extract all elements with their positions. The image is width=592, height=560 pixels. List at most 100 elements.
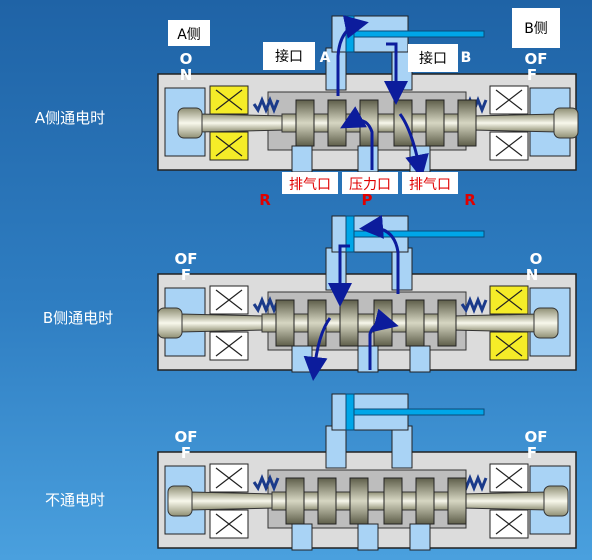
spool-land <box>437 299 457 347</box>
port-pressure <box>357 145 379 173</box>
row-label-unpowered: 不通电时 <box>45 491 105 509</box>
spool-land <box>383 477 403 525</box>
flow-arrow-to-b <box>359 214 400 294</box>
spool-land <box>447 477 467 525</box>
spool-land <box>393 99 413 147</box>
right-coil-state-top: O <box>530 250 543 268</box>
port-r-left-letter: R <box>259 191 271 209</box>
port-pressure <box>357 345 379 373</box>
flow-arrow-from-a <box>328 244 352 307</box>
a-side-label: A侧 <box>177 27 201 43</box>
piston-rod <box>353 408 485 416</box>
coil-winding-mark <box>215 135 243 157</box>
port-b <box>391 247 413 291</box>
port-exhaust-left <box>291 345 313 373</box>
flow-arrow-pressure-in <box>340 106 374 170</box>
exhaust-right-label: 排气口 <box>409 177 451 193</box>
left-coil-state-top: OF <box>175 250 198 268</box>
cylinder-piston <box>345 393 355 431</box>
flow-arrow-to-a <box>336 15 369 96</box>
right-coil-state-bottom: F <box>527 444 537 462</box>
exhaust-right-label-box <box>402 172 458 194</box>
port-b-letter: B <box>461 50 472 66</box>
coil-winding-mark <box>495 513 523 535</box>
spool-land <box>317 477 337 525</box>
left-plunger-head <box>177 107 203 139</box>
coil-winding-mark <box>495 467 523 489</box>
coil-winding-mark <box>495 89 523 111</box>
valve-state-b-energized: OFF ON <box>157 214 577 381</box>
port-a-label: 接口 <box>275 48 303 65</box>
port-p-letter: P <box>362 191 373 209</box>
right-plunger-head <box>553 107 579 139</box>
port-exhaust-right <box>409 345 431 373</box>
right-coil-state-top: OF <box>525 50 548 68</box>
spool-land <box>285 477 305 525</box>
left-coil-state-bottom: F <box>181 266 191 284</box>
spool-land <box>359 99 379 147</box>
flow-arrow-exhaust-right <box>398 113 429 179</box>
b-side-label: B侧 <box>524 21 548 37</box>
port-pressure <box>357 523 379 551</box>
flow-arrow-pressure-in <box>368 308 399 370</box>
flow-arrow-from-b <box>384 42 408 105</box>
left-plunger-head <box>167 485 193 517</box>
coil-winding-mark <box>495 135 523 157</box>
port-b-label-box <box>408 44 458 72</box>
port-exhaust-left <box>291 523 313 551</box>
right-spring <box>460 295 488 315</box>
coil-winding-mark <box>215 513 243 535</box>
piston-rod <box>353 230 485 238</box>
coil-winding-mark <box>215 89 243 111</box>
port-a <box>325 247 347 291</box>
exhaust-left-label-box <box>282 172 338 194</box>
spool-land <box>275 299 295 347</box>
coil-winding-mark <box>495 289 523 311</box>
pressure-label-box <box>342 172 398 194</box>
flow-arrow-exhaust-left <box>303 317 332 381</box>
coil-winding-mark <box>215 467 243 489</box>
spool-land <box>307 299 327 347</box>
left-spring <box>252 95 280 115</box>
left-coil-state-top: O <box>180 50 193 68</box>
spool-land <box>405 299 425 347</box>
spool-land <box>457 99 477 147</box>
left-coil-state-bottom: F <box>181 444 191 462</box>
port-a-letter: A <box>320 50 331 66</box>
right-coil-state-bottom: F <box>527 66 537 84</box>
spool-land <box>415 477 435 525</box>
b-side-label-box <box>512 8 560 48</box>
spool-land <box>349 477 369 525</box>
spool-land <box>425 99 445 147</box>
port-exhaust-right <box>409 523 431 551</box>
left-spring <box>252 473 280 493</box>
port-a <box>325 425 347 469</box>
left-plunger-head <box>157 307 183 339</box>
port-b <box>391 425 413 469</box>
right-plunger <box>471 113 559 133</box>
spool-land <box>327 99 347 147</box>
valve-state-a-energized: ON OFF <box>157 15 579 179</box>
row-label-b-energized: B侧通电时 <box>43 309 113 327</box>
left-plunger <box>179 313 266 333</box>
cylinder-piston <box>345 15 355 53</box>
left-coil-state-bottom: N <box>180 66 193 84</box>
piston-rod <box>353 30 485 38</box>
pressure-label: 压力口 <box>349 177 391 193</box>
port-exhaust-left <box>291 145 313 173</box>
right-coil-state-bottom: N <box>526 266 539 284</box>
left-plunger <box>199 113 286 133</box>
coil-winding-mark <box>495 335 523 357</box>
a-side-label-box <box>168 20 210 46</box>
port-r-right-letter: R <box>464 191 476 209</box>
port-a-label-box <box>263 42 315 70</box>
right-plunger-head <box>543 485 569 517</box>
left-plunger <box>189 491 276 511</box>
coil-winding-mark <box>215 335 243 357</box>
right-coil-state-top: OF <box>525 428 548 446</box>
right-plunger-head <box>533 307 559 339</box>
left-coil-state-top: OF <box>175 428 198 446</box>
spool-land <box>295 99 315 147</box>
row-label-a-energized: A侧通电时 <box>35 109 105 127</box>
